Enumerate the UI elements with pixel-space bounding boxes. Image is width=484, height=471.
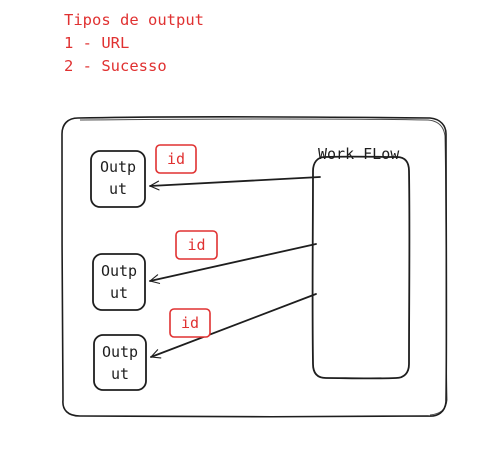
id-tag-label: id: [187, 236, 205, 254]
arrow-to-output: [150, 293, 317, 359]
workflow-box: Work FLow: [311, 145, 411, 380]
arrow-to-output: [149, 243, 317, 284]
id-tag-label: id: [181, 314, 199, 332]
note-title: Tipos de output: [64, 11, 204, 29]
output-label-line2: ut: [109, 180, 127, 198]
id-tag: id: [169, 308, 211, 338]
output-label-line1: Outp: [102, 343, 138, 361]
id-tag: id: [155, 144, 197, 174]
output-box: Outp ut: [90, 150, 146, 208]
outer-container: [61, 116, 448, 418]
id-tag-label: id: [167, 150, 185, 168]
output-box: Outp ut: [92, 253, 146, 311]
arrow-to-output: [149, 176, 321, 191]
output-label-line1: Outp: [101, 262, 137, 280]
output-label-line2: ut: [110, 284, 128, 302]
output-box: Outp ut: [93, 334, 147, 391]
output-label-line2: ut: [111, 365, 129, 383]
output-types-note: Tipos de output 1 - URL 2 - Sucesso: [64, 9, 204, 78]
workflow-label: Work FLow: [318, 145, 400, 163]
note-line-sucesso: 2 - Sucesso: [64, 57, 167, 75]
output-label-line1: Outp: [100, 158, 136, 176]
note-line-url: 1 - URL: [64, 34, 130, 52]
id-tag: id: [175, 230, 218, 260]
